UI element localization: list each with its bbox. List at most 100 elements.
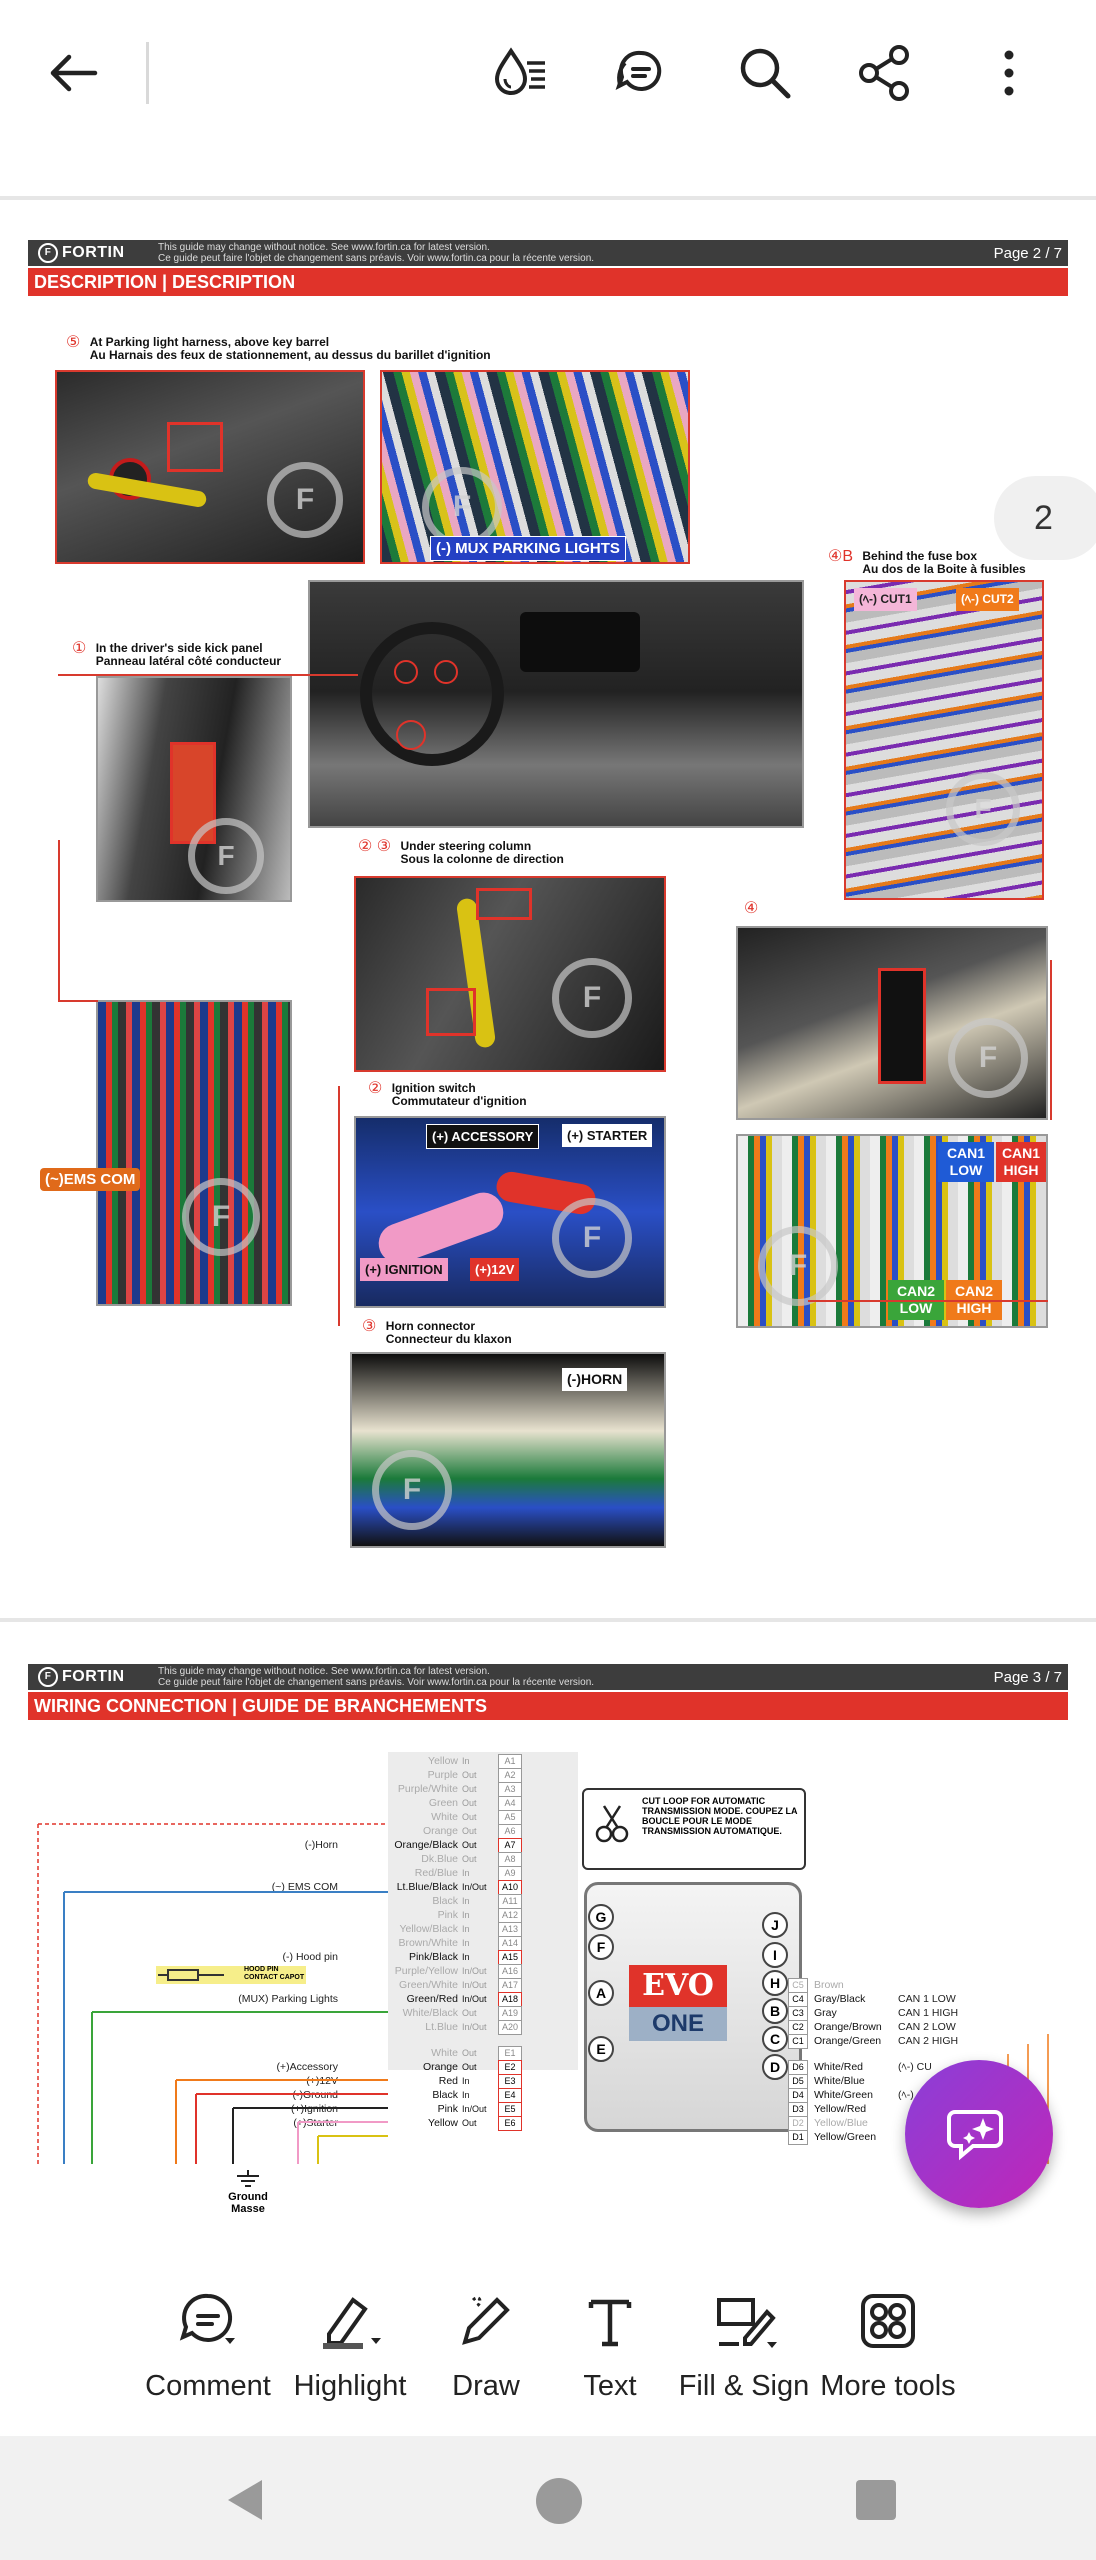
wire-color: Pink	[437, 2103, 458, 2115]
wire-color: Orange/Black	[394, 1839, 458, 1851]
connector-e: E	[588, 2036, 614, 2062]
highlight-icon	[275, 2286, 425, 2356]
wire-color: White/Red	[814, 2061, 864, 2073]
tag-can1-low: CAN1 LOW	[938, 1142, 994, 1182]
pin-id: C3	[788, 2006, 808, 2021]
wire-direction: In	[462, 1896, 470, 1906]
wire-direction: Out	[462, 1826, 477, 1836]
pin-id: C2	[788, 2020, 808, 2035]
connector-j: J	[762, 1912, 788, 1938]
fill-sign-icon	[669, 2286, 819, 2356]
tool-label: Fill & Sign	[678, 2370, 810, 2402]
connector-h: H	[762, 1970, 788, 1996]
wire-color: Yellow	[428, 2117, 458, 2129]
nav-back-icon[interactable]	[222, 2476, 266, 2529]
photo-kick-panel: F	[96, 676, 292, 902]
tool-comment[interactable]: Comment	[133, 2286, 283, 2403]
comments-icon[interactable]	[608, 40, 674, 106]
wire-direction: In/Out	[462, 2022, 487, 2032]
page-number-indicator[interactable]: 2	[994, 476, 1096, 560]
comment-icon	[133, 2286, 283, 2356]
back-arrow-icon[interactable]	[40, 40, 106, 106]
wire-color: White	[431, 1811, 458, 1823]
connector-g: G	[588, 1904, 614, 1930]
draw-icon	[411, 2286, 561, 2356]
photo-steering-column: F	[354, 876, 666, 1072]
wire-function: CAN 1 LOW	[898, 1993, 956, 2005]
nav-recents-icon[interactable]	[856, 2480, 896, 2520]
tool-label: Highlight	[293, 2370, 407, 2402]
wire-direction: In/Out	[462, 1882, 487, 1892]
wiring-lines	[37, 1823, 1049, 2164]
ai-sparkle-icon	[947, 2110, 1003, 2161]
pin-id: A5	[498, 1810, 522, 1825]
wire-direction: In	[462, 1952, 470, 1962]
wire-direction: In	[462, 1868, 470, 1878]
tool-text[interactable]: Text	[535, 2286, 685, 2403]
cut-loop-callout: CUT LOOP FOR AUTOMATIC TRANSMISSION MODE…	[582, 1788, 806, 1870]
tool-fill-sign[interactable]: Fill & Sign	[669, 2286, 819, 2403]
nav-home-icon[interactable]	[536, 2478, 582, 2524]
wire-direction: Out	[462, 1840, 477, 1850]
text-icon	[535, 2286, 685, 2356]
tool-highlight[interactable]: Highlight	[275, 2286, 425, 2403]
pin-id: E6	[498, 2116, 522, 2131]
wire-direction: In	[462, 1910, 470, 1920]
section-title: DESCRIPTION | DESCRIPTION	[28, 268, 1068, 296]
tag-ems-com: (~)EMS COM	[40, 1168, 141, 1191]
wire-function: (ﾍ-) CU	[898, 2061, 932, 2073]
tag-mux-parking-lights: (-) MUX PARKING LIGHTS	[430, 536, 626, 561]
ai-assistant-button[interactable]	[905, 2060, 1053, 2208]
system-navigation-bar	[0, 2436, 1096, 2560]
wire-direction: In	[462, 1938, 470, 1948]
pin-id: D4	[788, 2088, 808, 2103]
wire-direction: In/Out	[462, 1980, 487, 1990]
wire-direction: Out	[462, 2048, 477, 2058]
wire-direction: Out	[462, 1770, 477, 1780]
version-notice: This guide may change without notice. Se…	[158, 242, 595, 264]
tool-draw[interactable]: Draw	[411, 2286, 561, 2403]
pin-id: D1	[788, 2130, 808, 2145]
wire-color: Orange	[422, 1825, 458, 1837]
tool-more-tools[interactable]: More tools	[813, 2286, 963, 2403]
wire-color: White/Blue	[814, 2075, 865, 2087]
pin-id: D6	[788, 2060, 808, 2075]
pin-id: C1	[788, 2034, 808, 2049]
pin-column-backdrop	[388, 1752, 578, 2070]
one-logo: ONE	[629, 2007, 727, 2041]
search-icon[interactable]	[732, 40, 798, 106]
wire-direction: Out	[462, 2118, 477, 2128]
more-vert-icon[interactable]	[976, 40, 1042, 106]
wire-color: Purple/Yellow	[394, 1965, 458, 1977]
tool-label: Text	[583, 2370, 637, 2402]
pin-id: D5	[788, 2074, 808, 2089]
wire-color: Lt.Blue/Black	[396, 1881, 458, 1893]
wire-color: Orange/Brown	[814, 2021, 882, 2033]
share-icon[interactable]	[852, 40, 918, 106]
page-number-label: Page 2 / 7	[993, 245, 1062, 262]
tool-label: More tools	[820, 2370, 956, 2402]
cut-loop-note: CUT LOOP FOR AUTOMATIC TRANSMISSION MODE…	[642, 1796, 798, 1836]
tag-ignition: (+) IGNITION	[360, 1258, 448, 1281]
wire-color: Brown	[814, 1979, 844, 1991]
connector-f: F	[588, 1934, 614, 1960]
wire-color: Pink/Black	[408, 1951, 458, 1963]
wire-color: Yellow/Green	[814, 2131, 877, 2143]
read-aloud-icon[interactable]	[488, 40, 554, 106]
photo-ems-connector: F	[96, 1000, 292, 1306]
section-title: WIRING CONNECTION | GUIDE DE BRANCHEMENT…	[28, 1692, 1068, 1720]
